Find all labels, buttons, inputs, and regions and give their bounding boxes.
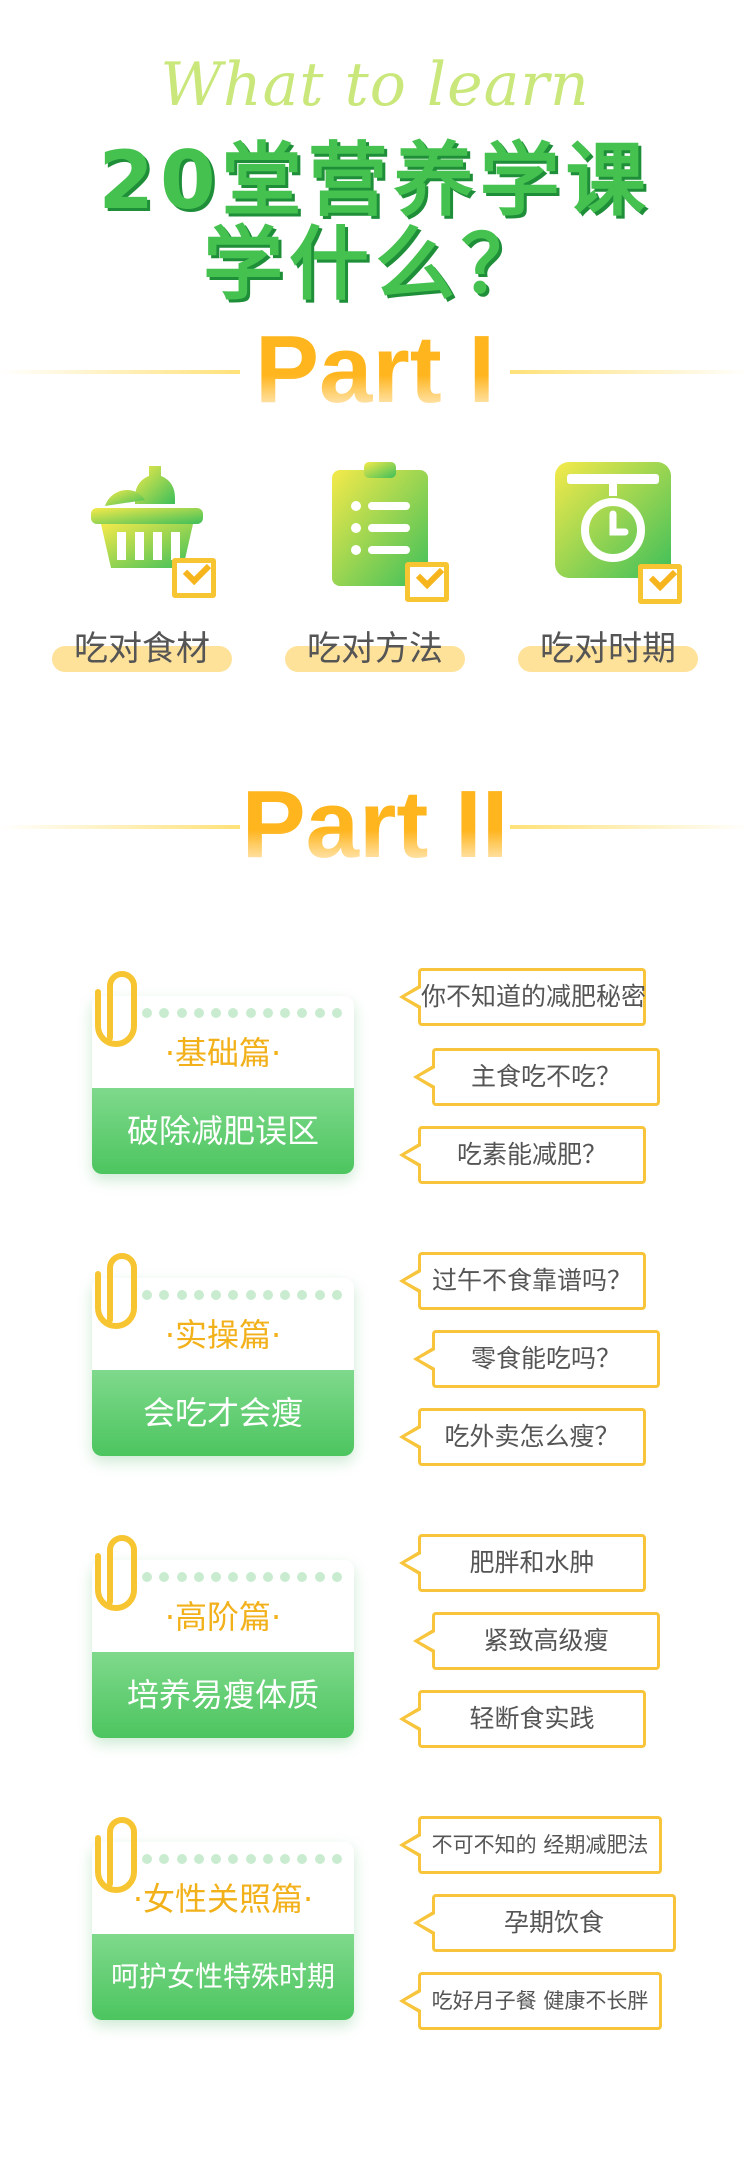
page-title-line1: 20堂营养学课 <box>98 134 652 227</box>
clipboard-icon <box>332 462 428 586</box>
part2-heading: Part II <box>0 775 750 875</box>
section-subtitle: 破除减肥误区 <box>92 1088 354 1174</box>
part1-item-method: 吃对方法 <box>275 458 475 698</box>
section-title: ·实操篇· <box>164 1316 282 1354</box>
divider <box>0 370 240 374</box>
check-icon <box>172 558 216 598</box>
part1-item-label: 吃对时期 <box>540 629 676 669</box>
divider <box>510 370 750 374</box>
section-title: ·基础篇· <box>164 1034 282 1072</box>
pill-label: 吃对方法 <box>285 626 465 672</box>
check-icon <box>405 562 449 602</box>
section-women-care: ·女性关照篇· 呵护女性特殊时期 不可不知的 经期减肥法 孕期饮食 吃好月子餐 … <box>0 1814 750 2044</box>
topic-bubble: 孕期饮食 <box>413 1894 676 1952</box>
section-subtitle: 呵护女性特殊时期 <box>92 1934 354 2020</box>
section-advanced: ·高阶篇· 培养易瘦体质 肥胖和水肿 紧致高级瘦 轻断食实践 <box>0 1532 750 1762</box>
pill-label: 吃对食材 <box>52 626 232 672</box>
section-card: ·基础篇· 破除减肥误区 <box>92 996 354 1174</box>
topic-bubble: 轻断食实践 <box>399 1690 646 1748</box>
divider <box>0 825 240 829</box>
part1-item-label: 吃对方法 <box>307 629 443 669</box>
topic-bubble: 零食能吃吗？ <box>413 1330 660 1388</box>
pill-label: 吃对时期 <box>518 626 698 672</box>
page-title-line2: 学什么？ <box>203 218 547 311</box>
divider <box>510 825 750 829</box>
check-icon <box>638 564 682 604</box>
paperclip-icon <box>95 1535 137 1611</box>
topic-bubble: 肥胖和水肿 <box>399 1534 646 1592</box>
topic-bubble: 吃外卖怎么瘦？ <box>399 1408 646 1466</box>
section-card: ·高阶篇· 培养易瘦体质 <box>92 1560 354 1738</box>
section-basic: ·基础篇· 破除减肥误区 你不知道的减肥秘密 主食吃不吃？ 吃素能减肥？ <box>0 968 750 1198</box>
paperclip-icon <box>95 1817 137 1893</box>
card-dots <box>142 1290 342 1302</box>
scale-icon <box>555 462 671 578</box>
topic-bubble: 主食吃不吃？ <box>413 1048 660 1106</box>
topic-bubble: 不可不知的 经期减肥法 <box>399 1816 662 1874</box>
part2-heading-text: Part II <box>241 771 509 878</box>
part1-item-timing: 吃对时期 <box>508 458 708 698</box>
section-card: ·女性关照篇· 呵护女性特殊时期 <box>92 1842 354 2020</box>
card-dots <box>142 1572 342 1584</box>
section-subtitle: 培养易瘦体质 <box>92 1652 354 1738</box>
section-title: ·高阶篇· <box>164 1598 282 1636</box>
topic-bubble: 紧致高级瘦 <box>413 1612 660 1670</box>
part1-item-label: 吃对食材 <box>74 629 210 669</box>
header-script-text: What to learn <box>160 50 590 120</box>
part1-item-ingredients: 吃对食材 <box>42 458 242 698</box>
section-title: ·女性关照篇· <box>132 1880 314 1918</box>
paperclip-icon <box>95 971 137 1047</box>
topic-bubble: 你不知道的减肥秘密 <box>399 968 646 1026</box>
part1-heading: Part I <box>0 320 750 420</box>
section-practice: ·实操篇· 会吃才会瘦 过午不食靠谱吗？ 零食能吃吗？ 吃外卖怎么瘦？ <box>0 1250 750 1480</box>
basket-icon <box>91 466 203 568</box>
topic-bubble: 吃好月子餐 健康不长胖 <box>399 1972 662 2030</box>
part1-heading-text: Part I <box>254 316 496 423</box>
card-dots <box>142 1008 342 1020</box>
topic-bubble: 吃素能减肥？ <box>399 1126 646 1184</box>
topic-bubble: 过午不食靠谱吗？ <box>399 1252 646 1310</box>
section-subtitle: 会吃才会瘦 <box>92 1370 354 1456</box>
card-dots <box>142 1854 342 1866</box>
paperclip-icon <box>95 1253 137 1329</box>
